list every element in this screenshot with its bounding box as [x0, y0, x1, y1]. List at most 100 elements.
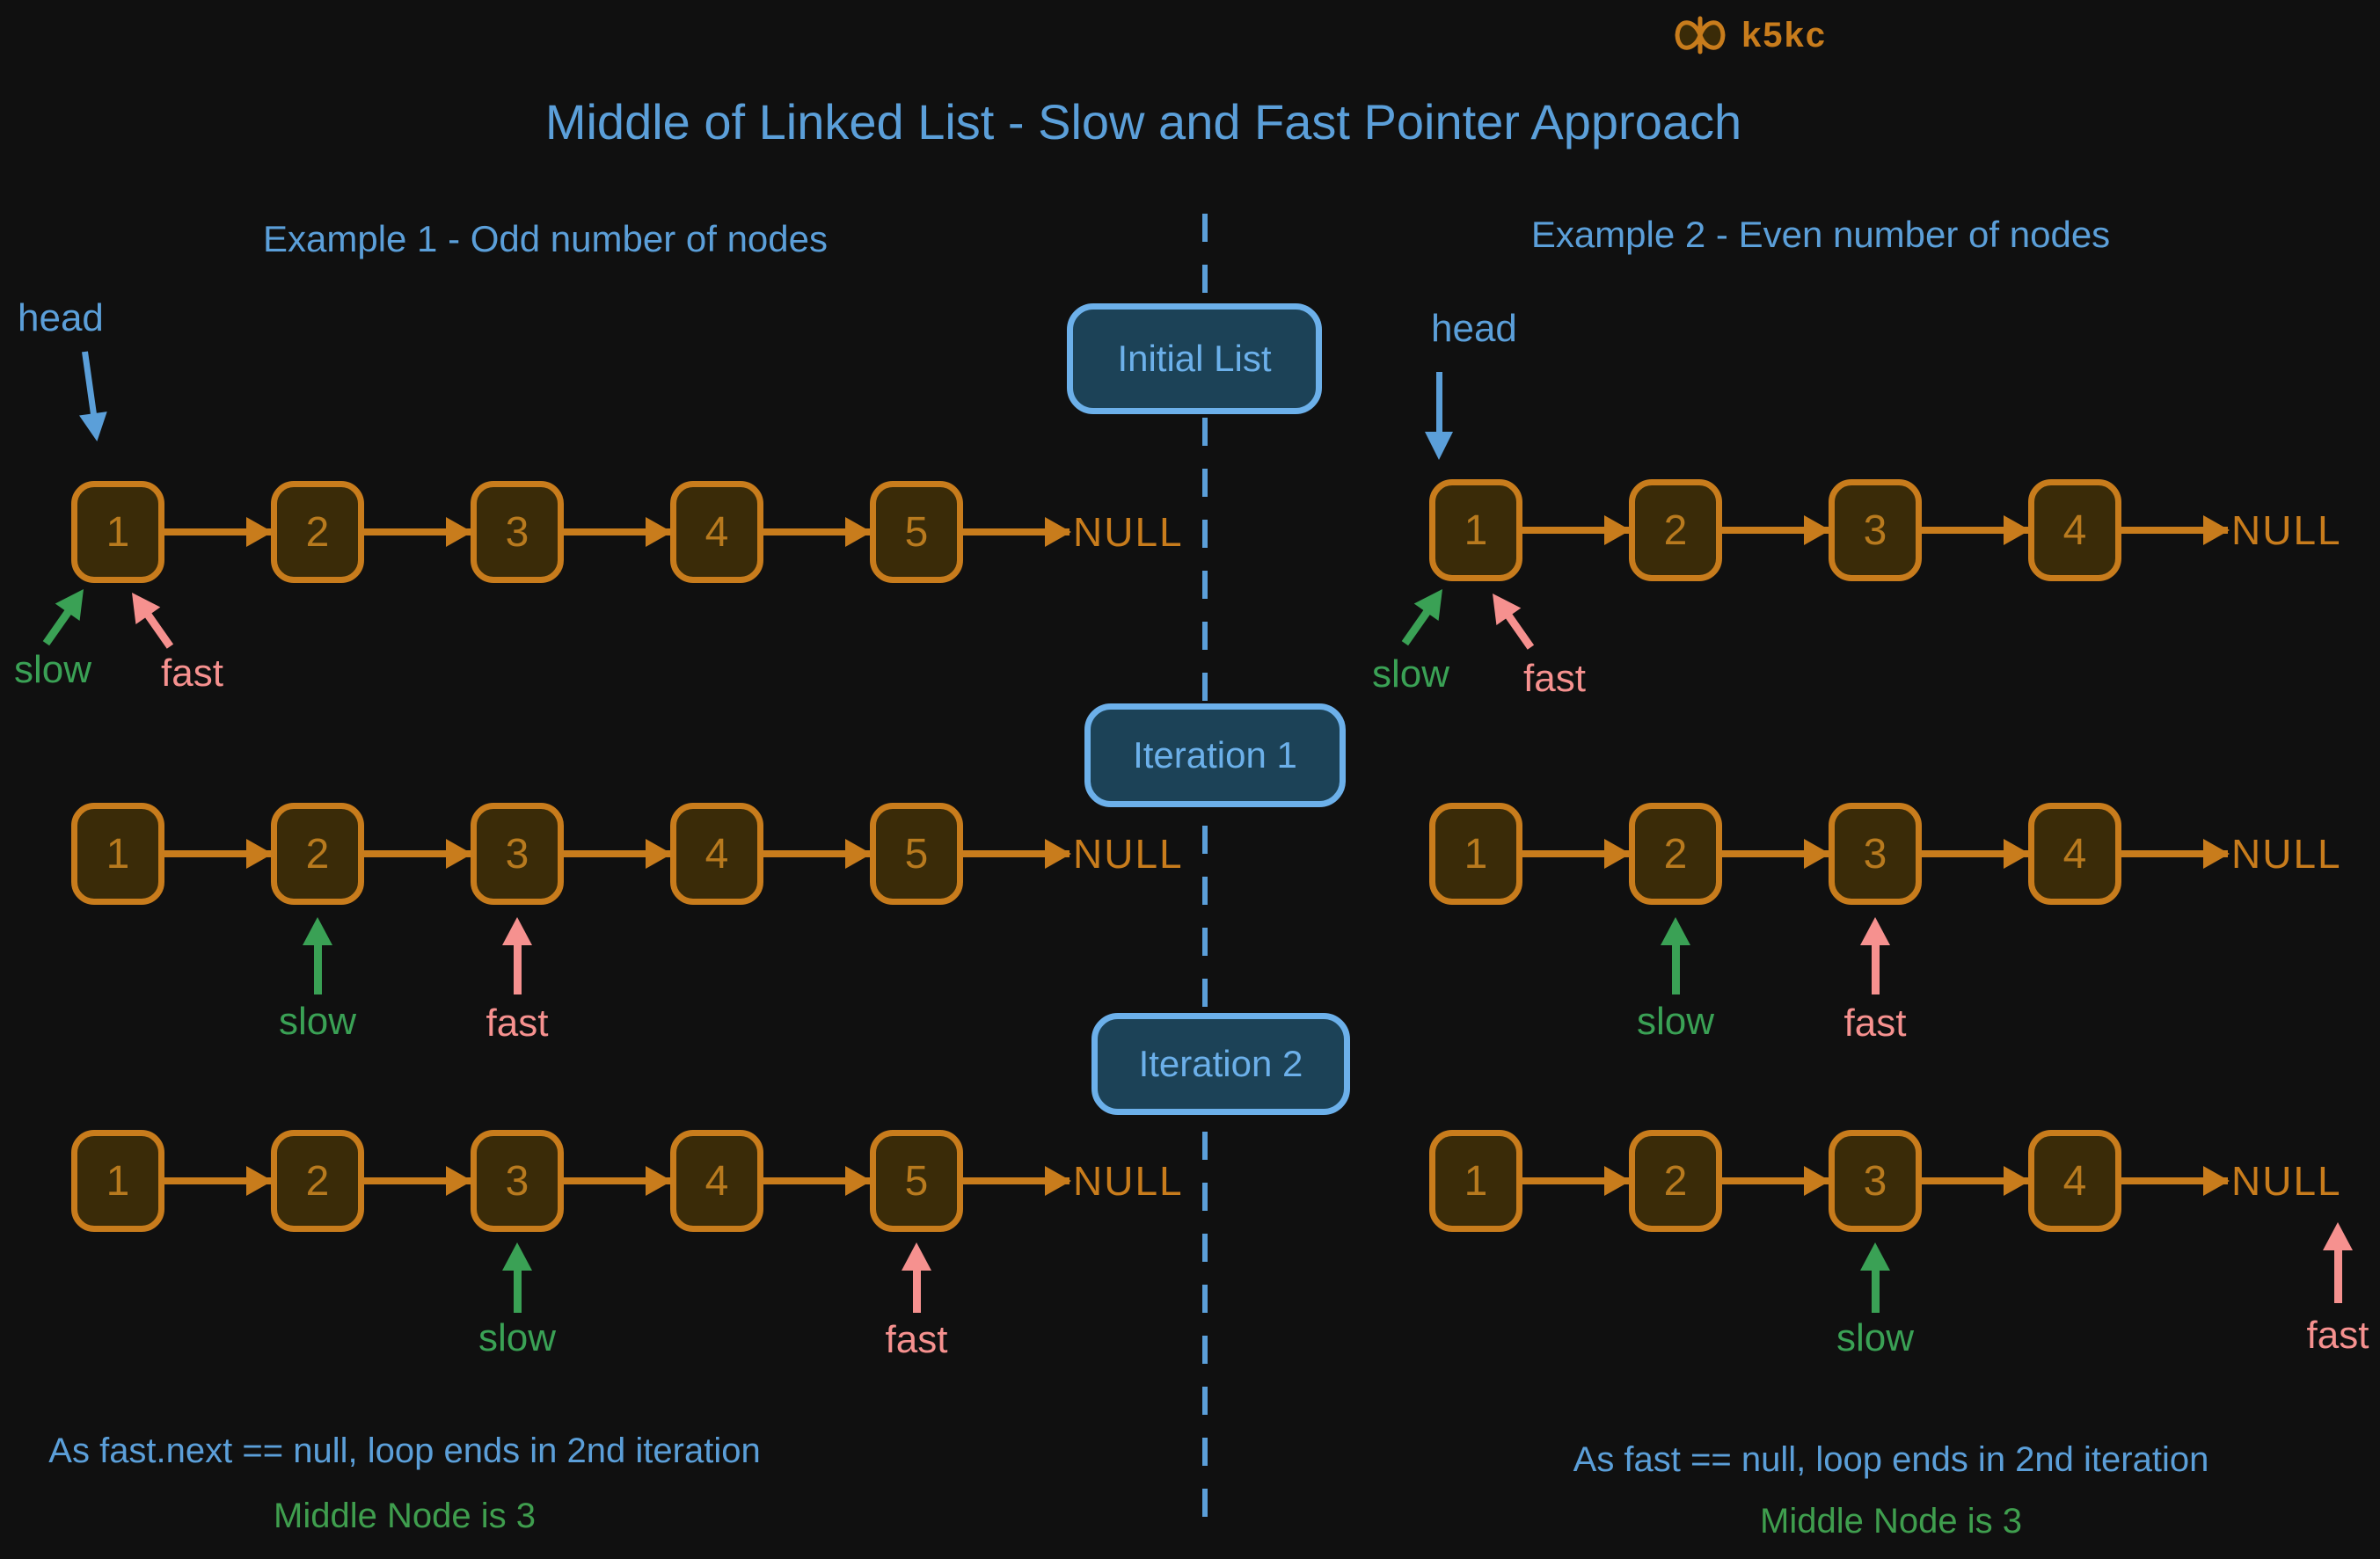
slow-pointer-arrow-icon	[42, 608, 72, 646]
next-arrow-icon	[1522, 515, 1631, 545]
list-node: 2	[271, 803, 364, 905]
head-arrow-icon	[1425, 372, 1453, 460]
next-arrow-icon	[1722, 1166, 1830, 1196]
list-node: 1	[71, 803, 164, 905]
next-arrow-icon	[763, 839, 872, 869]
slow-label: slow	[278, 1000, 357, 1043]
list-node: 3	[1829, 1130, 1922, 1232]
slow-label: slow	[14, 648, 92, 691]
next-arrow-icon	[2121, 1166, 2230, 1196]
fast-label: fast	[1843, 1002, 1907, 1045]
slow-label: slow	[1372, 652, 1450, 696]
list-node: 2	[1629, 1130, 1722, 1232]
next-arrow-icon	[1922, 1166, 2030, 1196]
slow-pointer-arrow-icon	[1860, 1242, 1890, 1313]
right-result-text: Middle Node is 3	[1760, 1502, 2022, 1541]
example-1-heading: Example 1 - Odd number of nodes	[262, 218, 829, 259]
list-node: 3	[471, 1130, 564, 1232]
list-node: 3	[1829, 803, 1922, 905]
null-label: NULL	[2231, 831, 2342, 877]
list-node: 2	[271, 481, 364, 583]
null-label: NULL	[1073, 509, 1184, 555]
fast-pointer-arrow-icon	[143, 611, 174, 649]
next-arrow-icon	[364, 839, 472, 869]
next-arrow-icon	[1922, 839, 2030, 869]
list-node: 4	[670, 1130, 763, 1232]
next-arrow-icon	[2121, 839, 2230, 869]
slow-pointer-arrow-icon	[1661, 917, 1690, 994]
next-arrow-icon	[164, 1166, 273, 1196]
list-node: 4	[2028, 1130, 2121, 1232]
list-node: 1	[71, 1130, 164, 1232]
dashed-divider-line	[1202, 214, 1208, 1537]
list-node: 4	[670, 481, 763, 583]
fast-pointer-arrow-icon	[502, 917, 532, 994]
head-arrow-icon	[82, 351, 98, 416]
left-initial-list-row: 1 2 3 4 5 NULL	[71, 481, 1184, 583]
next-arrow-icon	[963, 517, 1071, 547]
left-iteration2-list-row: 1 2 3 4 5 NULL	[71, 1130, 1184, 1232]
next-arrow-icon	[1522, 1166, 1631, 1196]
list-node: 5	[870, 803, 963, 905]
slow-pointer-arrow-icon	[1401, 608, 1431, 646]
next-arrow-icon	[1722, 839, 1830, 869]
example-2-heading: Example 2 - Even number of nodes	[1530, 214, 2111, 255]
fast-label: fast	[885, 1318, 948, 1361]
list-node: 2	[271, 1130, 364, 1232]
left-iteration1-list-row: 1 2 3 4 5 NULL	[71, 803, 1184, 905]
next-arrow-icon	[1922, 515, 2030, 545]
null-label: NULL	[1073, 1158, 1184, 1204]
list-node: 1	[71, 481, 164, 583]
badge-iteration-1: Iteration 1	[1084, 703, 1346, 807]
list-node: 1	[1429, 803, 1522, 905]
list-node: 1	[1429, 1130, 1522, 1232]
badge-iteration-2: Iteration 2	[1091, 1013, 1350, 1115]
next-arrow-icon	[2121, 515, 2230, 545]
next-arrow-icon	[164, 517, 273, 547]
next-arrow-icon	[364, 517, 472, 547]
next-arrow-icon	[164, 839, 273, 869]
slow-pointer-arrow-icon	[303, 917, 332, 994]
list-node: 4	[2028, 803, 2121, 905]
next-arrow-icon	[763, 1166, 872, 1196]
slow-pointer-arrow-icon	[502, 1242, 532, 1313]
list-node: 3	[471, 481, 564, 583]
brand-name: k5kc	[1741, 15, 1827, 55]
next-arrow-icon	[763, 517, 872, 547]
next-arrow-icon	[963, 1166, 1071, 1196]
fast-pointer-arrow-icon	[1504, 612, 1535, 650]
list-node: 4	[670, 803, 763, 905]
right-initial-list-row: 1 2 3 4 NULL	[1429, 479, 2342, 581]
next-arrow-icon	[1722, 515, 1830, 545]
fast-pointer-arrow-icon	[902, 1242, 931, 1313]
null-label: NULL	[2231, 507, 2342, 553]
next-arrow-icon	[1522, 839, 1631, 869]
badge-initial-list: Initial List	[1067, 303, 1322, 414]
infinity-logo-icon	[1675, 16, 1726, 55]
next-arrow-icon	[963, 839, 1071, 869]
next-arrow-icon	[564, 1166, 672, 1196]
null-label: NULL	[2231, 1158, 2342, 1204]
left-conclusion-text: As fast.next == null, loop ends in 2nd i…	[48, 1432, 761, 1470]
head-label: head	[1431, 307, 1517, 350]
next-arrow-icon	[564, 839, 672, 869]
brand-logo: k5kc	[1671, 14, 1827, 56]
list-node: 5	[870, 481, 963, 583]
fast-label: fast	[1523, 657, 1586, 700]
slow-label: slow	[478, 1316, 557, 1359]
right-iteration1-list-row: 1 2 3 4 NULL	[1429, 803, 2342, 905]
next-arrow-icon	[364, 1166, 472, 1196]
right-iteration2-list-row: 1 2 3 4 NULL	[1429, 1130, 2342, 1232]
list-node: 3	[1829, 479, 1922, 581]
page-title: Middle of Linked List - Slow and Fast Po…	[544, 94, 1742, 149]
head-label: head	[18, 296, 104, 339]
list-node: 5	[870, 1130, 963, 1232]
next-arrow-icon	[564, 517, 672, 547]
fast-label: fast	[485, 1002, 549, 1045]
slow-label: slow	[1836, 1316, 1915, 1359]
fast-pointer-arrow-icon	[1860, 917, 1890, 994]
null-label: NULL	[1073, 831, 1184, 877]
list-node: 2	[1629, 479, 1722, 581]
fast-pointer-arrow-icon	[2323, 1222, 2353, 1303]
